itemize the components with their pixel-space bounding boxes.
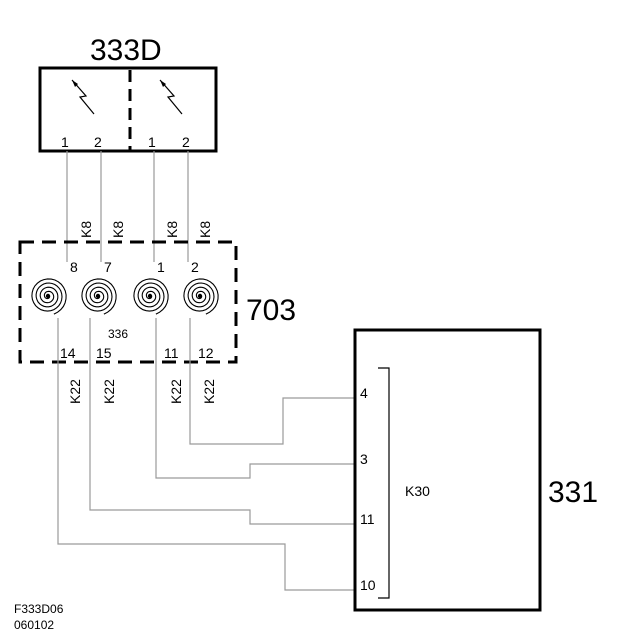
k8-label-1: K8 <box>78 221 94 238</box>
date-code: 060102 <box>14 618 54 632</box>
wire-703-12-to-331-4 <box>189 318 356 445</box>
coil-spiral <box>183 278 219 315</box>
k8-label-4: K8 <box>197 221 213 238</box>
pin-331-11: 11 <box>360 511 375 527</box>
pin-703-top-2: 7 <box>104 259 112 275</box>
wire-703-15-to-331-11 <box>89 318 356 525</box>
pin-703-bottom-1: 14 <box>60 345 76 361</box>
pin-333d-1a: 1 <box>61 134 69 150</box>
k22-label-4: K22 <box>201 379 217 404</box>
component-333d-label: 333D <box>90 34 162 67</box>
connector-703-inner-label: 336 <box>108 327 128 341</box>
coil-center-dot <box>45 293 51 299</box>
component-331-label: 331 <box>548 476 598 509</box>
pin-331-4: 4 <box>360 385 368 401</box>
k8-label-3: K8 <box>164 221 180 238</box>
coil-symbol <box>81 278 117 315</box>
pin-333d-2a: 2 <box>94 134 102 150</box>
coil-spiral <box>81 278 117 315</box>
pin-703-top-3: 1 <box>157 259 165 275</box>
pin-703-bottom-2: 15 <box>96 345 112 361</box>
k30-label: K30 <box>405 483 430 499</box>
sensor-symbol-right <box>159 79 183 115</box>
k30-bracket <box>378 367 390 599</box>
coil-spiral <box>31 278 67 315</box>
pin-331-3: 3 <box>360 451 368 467</box>
coil-symbol <box>133 278 169 315</box>
pin-703-top-4: 2 <box>191 259 199 275</box>
pin-703-top-1: 8 <box>70 259 78 275</box>
coil-symbol <box>31 278 67 315</box>
k22-label-2: K22 <box>101 379 117 404</box>
pin-333d-2b: 2 <box>182 134 190 150</box>
figure-id: F333D06 <box>14 602 64 616</box>
connector-703-label: 703 <box>246 294 296 327</box>
coil-center-dot <box>147 293 153 299</box>
component-333d-box <box>38 66 218 153</box>
pin-703-bottom-4: 12 <box>198 345 214 361</box>
k8-label-2: K8 <box>110 221 126 238</box>
coil-center-dot <box>197 293 203 299</box>
k22-label-1: K22 <box>67 379 83 404</box>
k22-label-3: K22 <box>168 379 184 404</box>
coil-spiral <box>133 278 169 315</box>
wire-703-14-to-331-10 <box>57 318 356 591</box>
component-331-box <box>353 328 542 612</box>
wire-703-11-to-331-3 <box>155 318 356 479</box>
pin-703-bottom-3: 11 <box>164 345 179 361</box>
coil-center-dot <box>95 293 101 299</box>
connector-703-box <box>18 240 238 364</box>
coil-symbol <box>183 278 219 315</box>
sensor-symbol-left <box>71 79 95 115</box>
pin-331-10: 10 <box>360 577 376 593</box>
pin-333d-1b: 1 <box>148 134 156 150</box>
